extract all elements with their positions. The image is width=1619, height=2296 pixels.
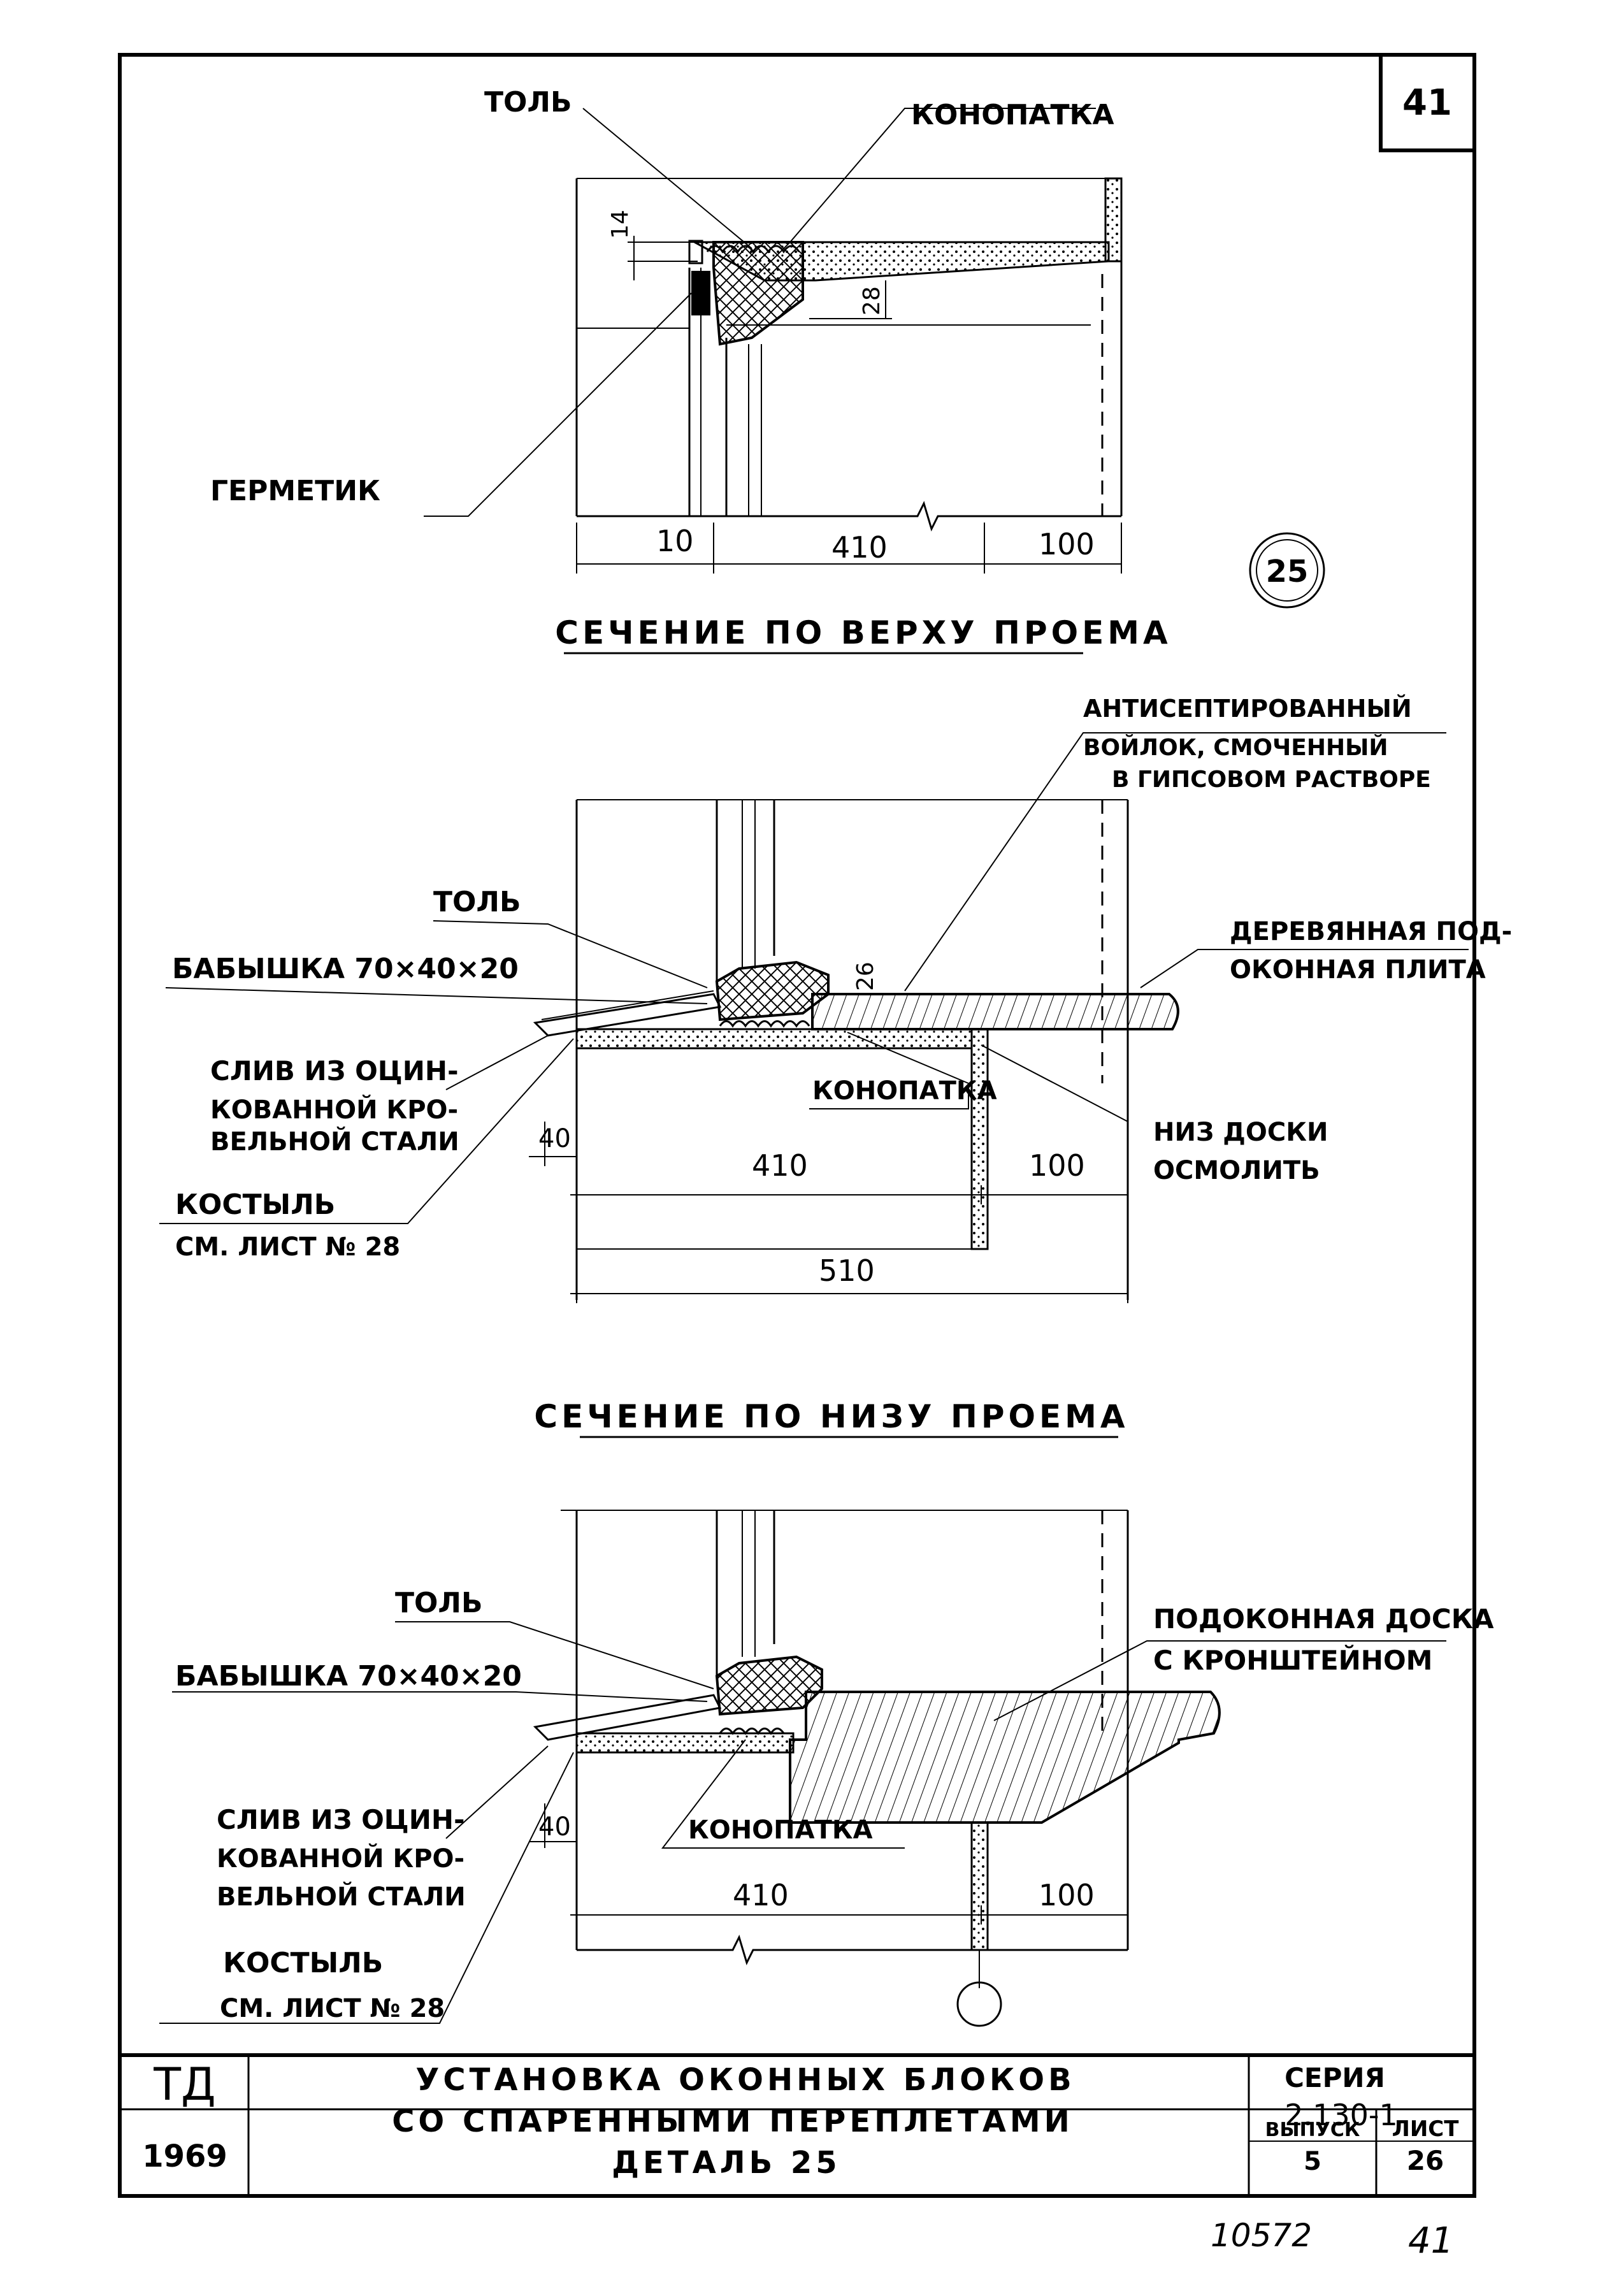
bot-label-kostyl: КОСТЫЛЬ	[223, 1947, 383, 1979]
bot-label-konopatka: КОНОПАТКА	[688, 1816, 873, 1845]
mid-label-sliv-3: ВЕЛЬНОЙ СТАЛИ	[210, 1126, 459, 1157]
bot-label-sliv-3: ВЕЛЬНОЙ СТАЛИ	[217, 1881, 466, 1912]
tb-org: ТД	[153, 2058, 215, 2111]
tb-issue-label: ВЫПУСК	[1265, 2119, 1360, 2141]
top-dim-100: 100	[1039, 527, 1095, 561]
stamp-sheet: 41	[1408, 2220, 1453, 2262]
bot-label-babyshka: БАБЫШКА 70×40×20	[175, 1660, 522, 1693]
mid-label-niz-1: НИЗ ДОСКИ	[1153, 1118, 1328, 1147]
mid-label-felt-2: ВОЙЛОК, СМОЧЕННЫЙ	[1083, 734, 1388, 761]
top-dim-10: 10	[656, 524, 694, 558]
mid-label-felt-3: В ГИПСОВОМ РАСТВОРЕ	[1112, 767, 1431, 793]
mid-dim-510: 510	[819, 1253, 875, 1288]
mid-dim-26: 26	[853, 962, 879, 991]
bot-dim-40: 40	[538, 1812, 571, 1842]
top-section-drawing	[424, 108, 1123, 574]
mid-label-babyshka: БАБЫШКА 70×40×20	[172, 953, 519, 985]
tb-issue-value: 5	[1304, 2147, 1321, 2176]
mid-label-konopatka: КОНОПАТКА	[812, 1076, 997, 1106]
sheet-number: 41	[1402, 82, 1452, 124]
detail-circle-number: 25	[1266, 554, 1309, 589]
mid-dim-410: 410	[752, 1148, 808, 1183]
stamp-number: 10572	[1211, 2217, 1312, 2254]
mid-label-plita-2: ОКОННАЯ ПЛИТА	[1230, 955, 1486, 985]
mid-label-niz-2: ОСМОЛИТЬ	[1153, 1156, 1320, 1185]
title-block	[120, 2053, 1474, 2196]
bot-dim-100: 100	[1039, 1878, 1095, 1912]
top-section-title: СЕЧЕНИЕ ПО ВЕРХУ ПРОЕМА	[555, 614, 1171, 651]
middle-section-drawing	[159, 732, 1469, 1303]
sheet-frame	[118, 53, 1476, 2198]
top-label-germetik: ГЕРМЕТИК	[210, 475, 380, 507]
bottom-section-drawing	[159, 1510, 1446, 2027]
tb-series-label: СЕРИЯ	[1284, 2062, 1385, 2093]
detail-circle	[1249, 532, 1325, 609]
mid-label-kostyl-ref: СМ. ЛИСТ № 28	[175, 1232, 400, 1262]
middle-section-title: СЕЧЕНИЕ ПО НИЗУ ПРОЕМА	[534, 1398, 1128, 1435]
mid-label-kostyl: КОСТЫЛЬ	[175, 1188, 335, 1221]
bot-label-kostyl-ref: СМ. ЛИСТ № 28	[220, 1994, 445, 2023]
bot-dim-410: 410	[733, 1878, 789, 1912]
tb-title-1: УСТАНОВКА ОКОННЫХ БЛОКОВ	[415, 2062, 1075, 2098]
tb-year: 1969	[142, 2139, 227, 2174]
bot-label-tol: ТОЛЬ	[395, 1587, 483, 1619]
bot-label-sliv-1: СЛИВ ИЗ ОЦИН-	[217, 1804, 465, 1835]
sheet-number-box	[1379, 53, 1476, 152]
mid-label-sliv-1: СЛИВ ИЗ ОЦИН-	[210, 1055, 459, 1087]
mid-dim-40: 40	[538, 1124, 571, 1153]
top-dim-410: 410	[831, 530, 888, 565]
top-label-tol: ТОЛЬ	[484, 86, 572, 119]
mid-label-plita-1: ДЕРЕВЯННАЯ ПОД-	[1230, 917, 1512, 946]
tb-detail: ДЕТАЛЬ 25	[612, 2145, 840, 2181]
mid-label-tol: ТОЛЬ	[433, 886, 521, 918]
axis-marker-circle	[956, 1981, 1002, 2027]
mid-dim-100: 100	[1029, 1148, 1085, 1183]
tb-sheet-value: 26	[1407, 2145, 1444, 2176]
tb-series-value: 2.130-1	[1284, 2098, 1398, 2132]
mid-label-sliv-2: КОВАННОЙ КРО-	[210, 1094, 458, 1125]
top-label-konopatka: КОНОПАТКА	[911, 99, 1114, 131]
tb-title-2: СО СПАРЕННЫМИ ПЕРЕПЛЕТАМИ	[392, 2104, 1074, 2139]
mid-label-felt-1: АНТИСЕПТИРОВАННЫЙ	[1083, 695, 1412, 723]
top-dim-14: 14	[607, 210, 633, 239]
bot-label-doska-1: ПОДОКОННАЯ ДОСКА	[1153, 1603, 1494, 1635]
bot-label-sliv-2: КОВАННОЙ КРО-	[217, 1843, 464, 1874]
bot-label-doska-2: С КРОНШТЕЙНОМ	[1153, 1644, 1432, 1676]
tb-sheet-label: ЛИСТ	[1392, 2116, 1460, 2142]
top-dim-28: 28	[859, 286, 885, 315]
